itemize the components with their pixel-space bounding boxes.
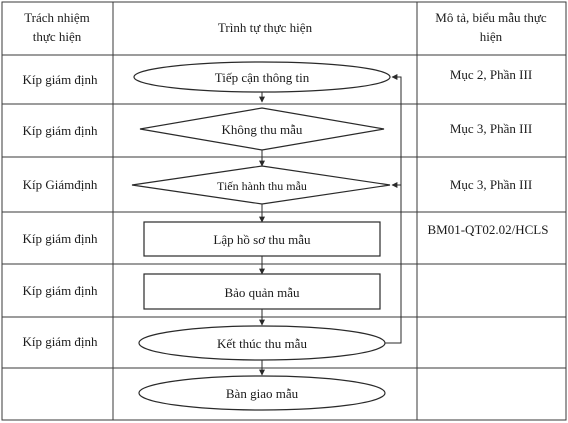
- step-label: Tiến hành thu mẫu: [217, 179, 307, 193]
- description-column: Mục 2, Phần III Mục 3, Phần III Mục 3, P…: [428, 67, 549, 237]
- flow-steps: Tiếp cận thông tin Không thu mẫu Tiến hà…: [131, 61, 391, 411]
- table-header: Trách nhiệm thực hiện Trình tự thực hiện…: [24, 10, 547, 44]
- header-description-line1: Mô tả, biểu mẫu thực: [435, 10, 547, 25]
- step-label: Tiếp cận thông tin: [215, 70, 310, 85]
- responsible-cell: Kíp giám định: [22, 72, 98, 87]
- step-process-box: [143, 273, 381, 310]
- step-handover-ellipse: [138, 375, 386, 411]
- step-label: Bảo quản mẫu: [224, 285, 300, 300]
- step-label: Kết thúc thu mẫu: [217, 336, 307, 351]
- responsible-cell: Kíp giám định: [22, 231, 98, 246]
- responsible-column: Kíp giám định Kíp giám định Kíp Giámđịnh…: [22, 72, 98, 349]
- step-decision-diamond: [131, 165, 391, 205]
- responsible-cell: Kíp Giámđịnh: [23, 177, 98, 192]
- step-label: Lập hồ sơ thu mẫu: [213, 232, 311, 247]
- loop-connector: [385, 74, 402, 344]
- responsible-cell: Kíp giám định: [22, 283, 98, 298]
- header-responsible-line1: Trách nhiệm: [24, 10, 90, 25]
- step-label: Bàn giao mẫu: [226, 386, 299, 401]
- step-process-box: [143, 221, 381, 257]
- description-cell: Mục 2, Phần III: [450, 67, 532, 82]
- responsible-cell: Kíp giám định: [22, 334, 98, 349]
- header-responsible-line2: thực hiện: [33, 29, 82, 44]
- responsible-cell: Kíp giám định: [22, 123, 98, 138]
- description-cell: BM01-QT02.02/HCLS: [428, 222, 549, 237]
- flow-connectors: [259, 74, 402, 376]
- header-description-line2: hiện: [480, 29, 503, 44]
- description-cell: Mục 3, Phần III: [450, 177, 532, 192]
- description-cell: Mục 3, Phần III: [450, 121, 532, 136]
- step-start-ellipse: [133, 61, 391, 93]
- header-sequence: Trình tự thực hiện: [218, 20, 313, 35]
- step-end-ellipse: [138, 325, 386, 361]
- step-label: Không thu mẫu: [222, 122, 303, 137]
- step-decision-diamond: [139, 107, 385, 151]
